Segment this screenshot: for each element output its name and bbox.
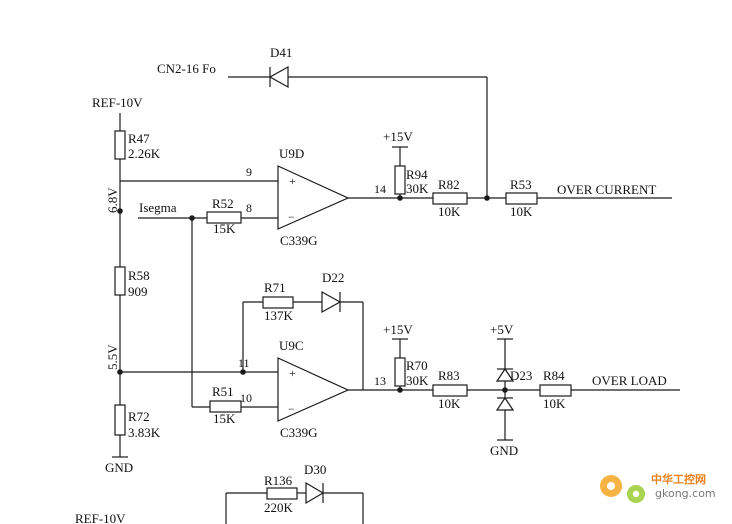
u9c-ref: U9C bbox=[279, 338, 304, 353]
junction-dot bbox=[117, 208, 123, 214]
net-label-ref-10v-bottom: REF-10V bbox=[75, 511, 126, 524]
r71-ref: R71 bbox=[264, 280, 286, 295]
u9d-plus-sign: + bbox=[289, 174, 296, 188]
u9d-minus-sign: − bbox=[288, 210, 295, 224]
resistor-r82-body bbox=[432, 192, 468, 205]
u9c-minus-sign: − bbox=[288, 402, 295, 416]
net-label-gnd-mid: GND bbox=[490, 443, 518, 458]
d23-ref: D23 bbox=[510, 368, 532, 383]
u9c-pin-11: 11 bbox=[238, 356, 250, 370]
d41-ref: D41 bbox=[270, 45, 292, 60]
net-label-cn2-16-fo: CN2-16 Fo bbox=[157, 61, 216, 76]
resistor-r136-body bbox=[266, 487, 298, 500]
resistor-r47-body bbox=[114, 130, 126, 160]
u9d-part: C339G bbox=[280, 233, 318, 248]
resistor-r71-body bbox=[262, 296, 294, 309]
r58-ref: R58 bbox=[128, 268, 150, 283]
voltage-label-5-5v: 5.5V bbox=[105, 344, 120, 370]
u9c-pin-10: 10 bbox=[240, 391, 252, 405]
u9d-pin-9: 9 bbox=[246, 165, 252, 179]
r70-value: 30K bbox=[406, 373, 429, 388]
voltage-label-6-8v: 6.8V bbox=[105, 187, 120, 213]
resistor-r84-body bbox=[539, 384, 572, 397]
watermark-logo: 中华工控网 gkong.com bbox=[600, 472, 716, 503]
comparator-u9c bbox=[120, 290, 680, 422]
net-label-ref-10v-top: REF-10V bbox=[92, 95, 143, 110]
r136-value: 220K bbox=[264, 500, 294, 515]
diode-d41-symbol bbox=[268, 65, 289, 89]
r52-value: 15K bbox=[213, 221, 236, 236]
u9d-pin-8: 8 bbox=[246, 201, 252, 215]
resistor-r58-body bbox=[114, 266, 126, 296]
u9c-pin-13: 13 bbox=[374, 374, 386, 388]
diode-d23-clamp bbox=[495, 338, 515, 441]
opamp-u9d-triangle bbox=[277, 165, 350, 230]
net-label-plus15v-bottom: +15V bbox=[383, 322, 413, 337]
net-label-over-current: OVER CURRENT bbox=[557, 182, 656, 197]
r82-value: 10K bbox=[438, 204, 461, 219]
u9c-part: C339G bbox=[280, 425, 318, 440]
d22-ref: D22 bbox=[322, 270, 344, 285]
resistor-r53-body bbox=[505, 192, 538, 205]
r58-value: 909 bbox=[128, 284, 148, 299]
watermark-cn-text: 中华工控网 bbox=[651, 472, 706, 486]
diode-d23-lower bbox=[495, 396, 515, 411]
net-label-isegma: Isegma bbox=[139, 200, 177, 215]
net-label-plus5v: +5V bbox=[490, 322, 514, 337]
net-label-gnd-left: GND bbox=[105, 460, 133, 475]
resistor-r94-body bbox=[394, 165, 406, 195]
r136-ref: R136 bbox=[264, 473, 293, 488]
r47-ref: R47 bbox=[128, 131, 150, 146]
diode-d22-symbol bbox=[321, 290, 342, 314]
r70-ref: R70 bbox=[406, 358, 428, 373]
opamp-u9c-triangle bbox=[277, 357, 350, 422]
watermark-url: gkong.com bbox=[655, 487, 716, 500]
r94-value: 30K bbox=[406, 181, 429, 196]
r72-ref: R72 bbox=[128, 409, 150, 424]
r82-ref: R82 bbox=[438, 177, 460, 192]
net-label-plus15v-top: +15V bbox=[383, 129, 413, 144]
r72-value: 3.83K bbox=[128, 425, 161, 440]
comparator-u9d bbox=[120, 146, 672, 407]
r53-ref: R53 bbox=[510, 177, 532, 192]
u9c-plus-sign: + bbox=[289, 366, 296, 380]
r84-value: 10K bbox=[543, 396, 566, 411]
r52-ref: R52 bbox=[212, 196, 234, 211]
r83-value: 10K bbox=[438, 396, 461, 411]
r53-value: 10K bbox=[510, 204, 533, 219]
r94-ref: R94 bbox=[406, 167, 428, 182]
net-label-over-load: OVER LOAD bbox=[592, 373, 667, 388]
reference-divider-chain bbox=[112, 113, 128, 458]
r51-ref: R51 bbox=[212, 384, 234, 399]
r47-value: 2.26K bbox=[128, 146, 161, 161]
resistor-r83-body bbox=[432, 384, 468, 397]
d30-ref: D30 bbox=[304, 462, 326, 477]
u9d-pin-14: 14 bbox=[374, 182, 386, 196]
resistor-r72-body bbox=[114, 404, 126, 436]
partial-third-stage bbox=[225, 481, 364, 524]
resistor-r70-body bbox=[394, 357, 406, 387]
r51-value: 15K bbox=[213, 411, 236, 426]
r84-ref: R84 bbox=[543, 368, 565, 383]
r83-ref: R83 bbox=[438, 368, 460, 383]
u9d-ref: U9D bbox=[279, 146, 304, 161]
r71-value: 137K bbox=[264, 308, 294, 323]
diode-d30-symbol bbox=[305, 481, 325, 505]
